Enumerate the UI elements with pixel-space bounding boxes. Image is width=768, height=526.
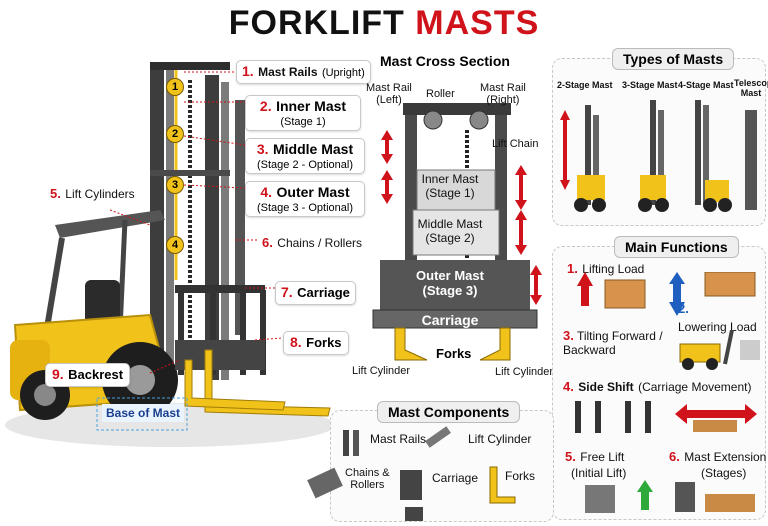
cs-rail-left: Mast Rail (Left)	[366, 82, 412, 106]
page-title: FORKLIFT MASTS	[228, 4, 540, 42]
forklift-illustration	[5, 62, 335, 447]
label-mast-rails: 1. Mast Rails (Upright)	[236, 60, 371, 84]
label-inner-mast: 2. Inner Mast (Stage 1)	[245, 95, 361, 131]
function-free-lift: 5. Free Lift (Initial Lift)	[565, 449, 627, 480]
free-lift-extension-illustration	[585, 480, 755, 513]
tilting-illustration	[679, 330, 760, 370]
type-3-stage: 3-Stage Mast	[622, 80, 678, 90]
function-lowering: 2. Lowering Load	[678, 301, 757, 334]
marker-2: 2	[166, 125, 184, 143]
cs-roller: Roller	[426, 88, 455, 100]
component-chains-rollers: Chains & Rollers	[345, 467, 390, 491]
components-illustration	[307, 426, 516, 521]
function-side-shift: 4. Side Shift (Carriage Movement)	[563, 379, 752, 394]
cs-inner-mast: Inner Mast (Stage 1)	[421, 172, 479, 200]
component-carriage: Carriage	[432, 471, 479, 485]
cross-section-diagram	[372, 103, 542, 361]
cs-lift-chain: Lift Chain	[492, 138, 539, 150]
components-title: Mast Components	[377, 401, 521, 423]
cs-lift-cylinder-left: Lift Cylinder	[352, 365, 411, 377]
label-base-of-mast: Base of Mast	[102, 404, 185, 422]
lift-lower-illustration	[577, 272, 756, 316]
cs-carriage: Carriage	[421, 312, 479, 328]
function-tilting: 3. Tilting Forward / Backward	[563, 328, 663, 357]
function-mast-extension: 6. Mast Extension (Stages)	[669, 449, 767, 480]
cs-forks: Forks	[436, 346, 472, 361]
types-illustration	[560, 100, 757, 212]
cs-middle-mast: Middle Mast (Stage 2)	[417, 217, 483, 245]
label-chains-rollers: 6. Chains / Rollers	[262, 235, 362, 250]
marker-3: 3	[166, 176, 184, 194]
types-title: Types of Masts	[612, 48, 735, 70]
cross-section-title: Mast Cross Section	[380, 53, 510, 69]
marker-1: 1	[166, 78, 184, 96]
label-outer-mast: 4. Outer Mast (Stage 3 - Optional)	[245, 181, 365, 217]
cs-lift-cylinder-right: Lift Cylinder	[495, 366, 554, 378]
label-carriage: 7. Carriage	[275, 281, 356, 305]
component-mast-rails: Mast Rails	[370, 432, 427, 446]
type-telescopic: Telescopic Mast	[734, 78, 768, 98]
label-forks: 8. Forks	[283, 331, 349, 355]
cs-outer-mast: Outer Mast (Stage 3)	[416, 268, 484, 298]
label-middle-mast: 3. Middle Mast (Stage 2 - Optional)	[245, 138, 365, 174]
cs-rail-right: Mast Rail (Right)	[480, 82, 526, 106]
label-backrest: 9. Backrest	[45, 363, 131, 387]
function-lifting: 1. Lifting Load	[567, 261, 645, 276]
functions-title: Main Functions	[614, 236, 739, 258]
marker-4: 4	[166, 236, 184, 254]
component-lift-cylinder: Lift Cylinder	[468, 432, 532, 446]
label-lift-cylinders: 5. Lift Cylinders	[50, 186, 135, 201]
type-4-stage: 4-Stage Mast	[678, 80, 734, 90]
side-shift-illustration	[575, 401, 757, 433]
component-forks: Forks	[505, 469, 535, 483]
type-2-stage: 2-Stage Mast	[557, 80, 613, 90]
